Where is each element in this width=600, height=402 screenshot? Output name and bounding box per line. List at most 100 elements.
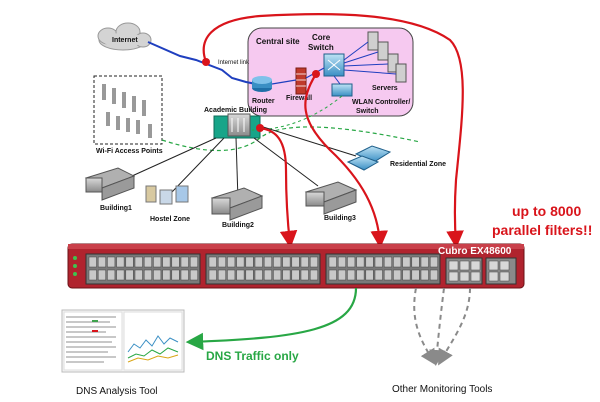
wifi-dashed-link [161, 126, 421, 152]
switch-port [162, 269, 171, 281]
server-icon [367, 31, 407, 83]
switch-port [134, 256, 143, 268]
switch-port [337, 256, 346, 268]
switch-port [254, 269, 263, 281]
sfp-port [459, 260, 470, 271]
switch-port [162, 256, 171, 268]
switch-port [420, 269, 429, 281]
switch-port [328, 269, 337, 281]
dns-tool-label: DNS Analysis Tool [76, 386, 158, 397]
device-name: Cubro EX48600 [438, 246, 512, 257]
firewall-icon [295, 67, 307, 95]
switch-port [153, 256, 162, 268]
internet-label: Internet [112, 37, 138, 44]
switch-port [189, 269, 198, 281]
switch-port [171, 256, 180, 268]
switch-port [383, 269, 392, 281]
switch-port [328, 256, 337, 268]
switch-port [107, 269, 116, 281]
building-icon [346, 145, 392, 171]
servers-label: Servers [372, 85, 398, 92]
switch-port [254, 256, 263, 268]
tap-line-core [304, 73, 389, 249]
switch-port [393, 269, 402, 281]
cubro-device [67, 243, 525, 289]
sfp-port [488, 271, 499, 282]
switch-port [383, 256, 392, 268]
switch-port [365, 256, 374, 268]
switch-port [374, 269, 383, 281]
switch-port [273, 256, 282, 268]
residential-zone-label: Residential Zone [390, 161, 446, 168]
other-tools-label: Other Monitoring Tools [392, 384, 492, 395]
internet-link-line [147, 41, 257, 85]
dns-traffic-line [185, 287, 358, 351]
building-icon [145, 185, 189, 205]
firewall-label: Firewall [286, 95, 312, 102]
switch-port [180, 269, 189, 281]
sfp-port [459, 271, 470, 282]
building1-label: Building1 [100, 205, 132, 212]
filters-label-2: parallel filters!! [492, 222, 592, 238]
switch-port [356, 256, 365, 268]
switch-port [411, 269, 420, 281]
sfp-port [470, 260, 481, 271]
cloud-icon [97, 22, 152, 51]
building-icon [227, 113, 251, 137]
switch-port [300, 269, 309, 281]
switch-port [309, 269, 318, 281]
sfp-port [470, 271, 481, 282]
filters-label-1: up to 8000 [512, 203, 581, 219]
switch-port [263, 256, 272, 268]
building-icon [210, 187, 264, 221]
core-switch-icon [323, 53, 345, 77]
wifi-ap-label: Wi-Fi Access Points [96, 148, 163, 155]
switch-port [282, 256, 291, 268]
switch-port [291, 269, 300, 281]
switch-port [88, 256, 97, 268]
switch-port [227, 269, 236, 281]
switch-port [217, 269, 226, 281]
sfp-port [499, 260, 510, 271]
building-icon [304, 181, 358, 215]
switch-port [208, 256, 217, 268]
dns-traffic-label: DNS Traffic only [206, 349, 299, 363]
switch-port [88, 269, 97, 281]
switch-port [347, 256, 356, 268]
switch-port [245, 256, 254, 268]
switch-port [365, 269, 374, 281]
building-icon [84, 167, 136, 201]
building2-label: Building2 [222, 222, 254, 229]
switch-port [116, 269, 125, 281]
switch-port [97, 256, 106, 268]
switch-port [116, 256, 125, 268]
switch-port [429, 256, 438, 268]
switch-port [411, 256, 420, 268]
core-switch-label-2: Switch [308, 43, 334, 52]
switch-port [402, 256, 411, 268]
switch-port [125, 256, 134, 268]
switch-port [153, 269, 162, 281]
access-point-icon [102, 84, 152, 138]
switch-port [97, 269, 106, 281]
switch-port [180, 256, 189, 268]
sfp-port [448, 271, 459, 282]
router-icon [252, 76, 272, 92]
sfp-port [499, 271, 510, 282]
switch-port [356, 269, 365, 281]
router-label: Router [252, 98, 275, 105]
switch-port [291, 256, 300, 268]
sfp-port [448, 260, 459, 271]
switch-port [337, 269, 346, 281]
switch-port [420, 256, 429, 268]
switch-port [143, 256, 152, 268]
switch-port [107, 256, 116, 268]
switch-port [393, 256, 402, 268]
switch-port [227, 256, 236, 268]
academic-building-label: Academic Building [204, 107, 267, 114]
switch-port [208, 269, 217, 281]
wlan-label-1: WLAN Controller/ [352, 99, 410, 106]
switch-port [402, 269, 411, 281]
switch-port [300, 256, 309, 268]
